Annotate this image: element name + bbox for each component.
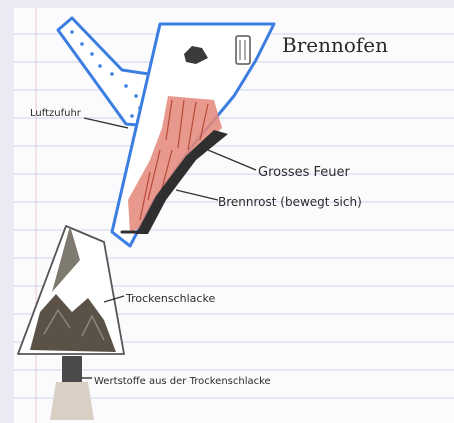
- recyclables-stream: [50, 382, 94, 420]
- air-intake-label: Luftzufuhr: [30, 108, 82, 119]
- big-fire-label: Grosses Feuer: [258, 165, 351, 180]
- kiln-title: Brennofen: [282, 33, 388, 57]
- dry-slag-label: Trockenschlacke: [125, 292, 215, 305]
- outlet-pipe: [62, 356, 82, 382]
- grate-label: Brennrost (bewegt sich): [218, 195, 362, 209]
- recyclables-label: Wertstoffe aus der Trockenschlacke: [94, 376, 271, 387]
